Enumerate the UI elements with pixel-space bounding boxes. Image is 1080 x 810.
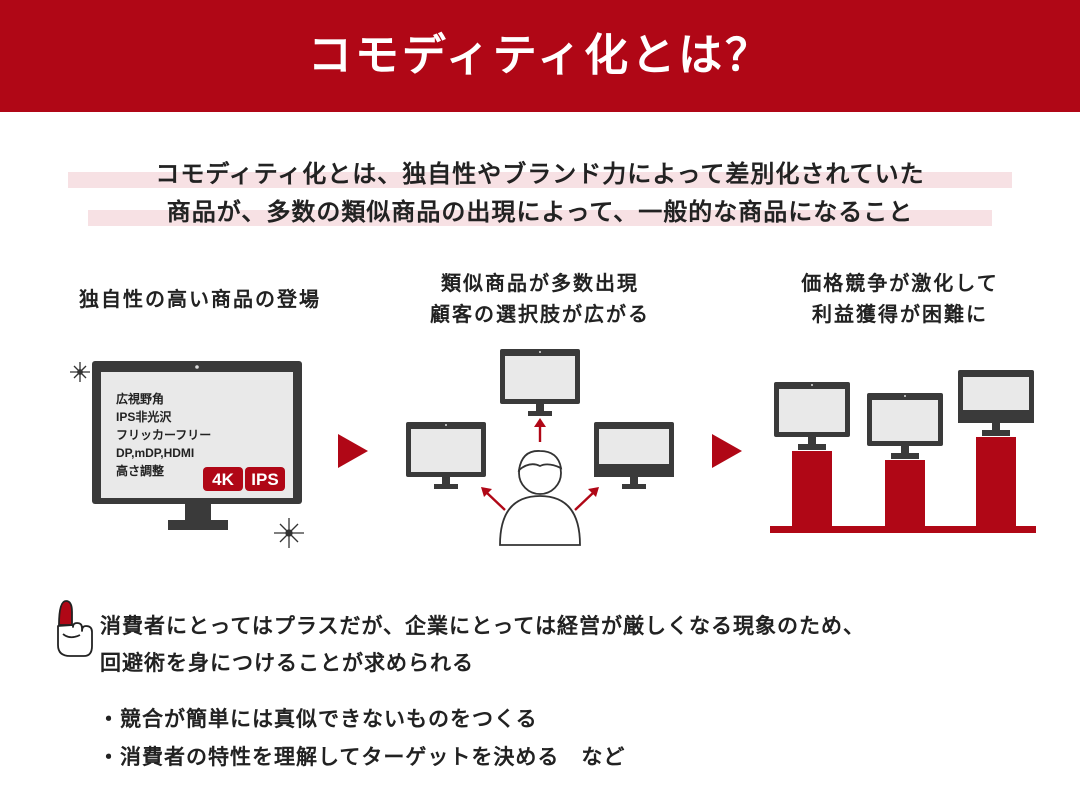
featured-monitor: 広視野角 IPS非光沢 フリッカーフリー DP,mDP,HDMI 高さ調整 4K…	[92, 361, 302, 530]
sparkle-icon	[274, 518, 304, 548]
spec-item: 高さ調整	[116, 463, 164, 478]
monitor-pillar-1	[774, 382, 850, 450]
monitor-right	[594, 422, 674, 489]
step-3-caption: 価格競争が激化して 利益獲得が困難に	[740, 268, 1060, 330]
pillar	[885, 460, 925, 526]
sparkle-icon	[70, 362, 90, 382]
step-3-line-1: 価格競争が激化して	[801, 271, 999, 295]
bullet-item: ・競合が簡単には真似できないものをつくる	[98, 707, 538, 731]
title-banner	[0, 0, 1080, 112]
spec-item: IPS非光沢	[116, 409, 172, 424]
badge-ips-label: IPS	[251, 470, 278, 489]
definition-line-2: 商品が、多数の類似商品の出現によって、一般的な商品になること	[166, 198, 914, 226]
person-icon	[499, 450, 581, 546]
monitor-pillar-2	[867, 393, 943, 459]
choice-arrows	[481, 418, 599, 511]
badge-ips	[245, 467, 285, 491]
pillar	[976, 437, 1016, 526]
definition-highlight	[68, 172, 1012, 188]
step-2-line-1: 類似商品が多数出現	[441, 271, 639, 295]
bullet-item: ・消費者の特性を理解してターゲットを決める など	[98, 745, 626, 769]
spec-item: フリッカーフリー	[116, 428, 211, 442]
badge-4k	[203, 467, 243, 491]
spec-item: 広視野角	[116, 391, 164, 406]
step-1-line-1: 独自性の高い商品の登場	[79, 287, 321, 311]
step-2-caption: 類似商品が多数出現 顧客の選択肢が広がる	[380, 268, 700, 330]
definition-highlight	[88, 210, 992, 226]
badge-4k-label: 4K	[212, 470, 234, 489]
arrow-right-icon	[712, 434, 742, 468]
page-title: コモディティ化とは？	[307, 30, 773, 81]
definition-line-1: コモディティ化とは、独自性やブランド力によって差別化されていた	[155, 160, 925, 188]
pointing-hand-icon	[57, 600, 93, 657]
step-3-line-2: 利益獲得が困難に	[812, 302, 988, 326]
arrow-right-icon	[338, 434, 368, 468]
pillar-base	[770, 526, 1036, 533]
monitor-pillar-3	[958, 370, 1034, 436]
step-1-caption: 独自性の高い商品の登場	[40, 284, 360, 315]
pillar	[792, 451, 832, 526]
step-2-line-2: 顧客の選択肢が広がる	[430, 302, 650, 326]
note-line-2: 回避術を身につけることが求められる	[100, 651, 474, 675]
spec-item: DP,mDP,HDMI	[116, 446, 194, 460]
note-line-1: 消費者にとってはプラスだが、企業にとっては経営が厳しくなる現象のため、	[100, 614, 865, 638]
monitor-left	[406, 422, 486, 489]
monitor-top	[500, 349, 580, 416]
